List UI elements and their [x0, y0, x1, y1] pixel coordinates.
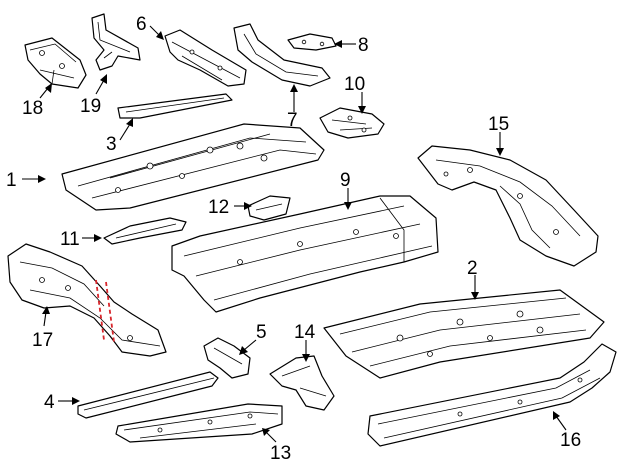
- callout-12: 12: [208, 197, 229, 218]
- cut-line-a: [95, 279, 105, 341]
- callout-18: 18: [22, 98, 43, 119]
- callout-11: 11: [60, 229, 80, 250]
- callout-10: 10: [344, 74, 365, 95]
- part-13-side-member: [115, 403, 283, 443]
- part-17-rail: [7, 243, 167, 357]
- callout-6: 6: [136, 14, 147, 35]
- part-9-rear-floor: [171, 195, 439, 313]
- part-18-bracket: [24, 37, 87, 89]
- callout-labels: 1 2 3 4 5 6 7 8 9 10 11 12 13 14 15 16 1…: [6, 14, 581, 464]
- part-5-bracket: [203, 337, 251, 379]
- part-16-rear-member: [367, 343, 617, 447]
- callout-1: 1: [6, 170, 17, 191]
- part-3-strip: [117, 93, 233, 119]
- callout-14: 14: [294, 322, 316, 343]
- part-6-crossmember: [164, 29, 247, 87]
- part-2-rear-floor-pan: [323, 289, 605, 379]
- part-15-wheelhouse: [417, 145, 599, 267]
- callout-19: 19: [80, 96, 101, 117]
- part-1-front-floor: [61, 123, 325, 211]
- callout-9: 9: [340, 170, 351, 191]
- part-7-member: [233, 23, 331, 87]
- part-10-bracket: [319, 107, 385, 139]
- part-8-plate: [287, 33, 337, 51]
- callout-17: 17: [32, 330, 53, 351]
- part-4-rocker: [77, 371, 219, 419]
- callout-8: 8: [358, 35, 369, 56]
- callout-16: 16: [560, 430, 581, 451]
- callout-2: 2: [467, 258, 478, 279]
- part-14-bracket: [269, 355, 335, 411]
- callout-15: 15: [488, 114, 509, 135]
- cut-line-b: [105, 281, 115, 343]
- callout-7: 7: [287, 110, 298, 131]
- part-19-brace: [91, 13, 141, 71]
- part-12-bracket: [247, 195, 291, 221]
- leader-lines: [22, 25, 567, 443]
- callout-3: 3: [106, 134, 117, 155]
- callout-4: 4: [44, 392, 55, 413]
- part-11-strip: [103, 217, 187, 245]
- callout-13: 13: [270, 443, 291, 464]
- callout-5: 5: [256, 322, 267, 343]
